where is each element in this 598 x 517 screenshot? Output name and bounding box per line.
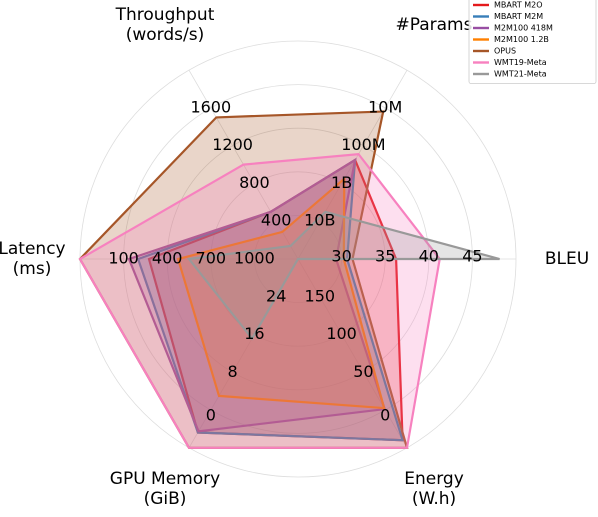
- tick-label-energy-4: 0: [380, 406, 390, 425]
- series-polygon-wmt21-meta: [186, 210, 500, 341]
- chart-legend: MBART M2O MBART M2M M2M100 418M M2M100 1.2B…: [468, 0, 597, 84]
- tick-label-params-1: 10B: [304, 211, 335, 230]
- tick-label-gpu_memory-1: 24: [266, 286, 286, 305]
- axis-label-gpu_memory-line-2: (GiB): [144, 489, 187, 509]
- grid-spoke-energy: [297, 258, 408, 448]
- tick-label-bleu-3: 40: [419, 247, 439, 266]
- axis-label-energy-line-1: Energy: [404, 469, 464, 489]
- axis-label-throughput-line-1: Throughput: [115, 5, 215, 25]
- tick-label-params-3: 100M: [341, 135, 385, 154]
- radar-axis-labels: BLEU #Params Throughput(words/s) Latency(ms…: [0, 5, 589, 509]
- axis-label-energy-line-2: (W.h): [412, 489, 456, 509]
- legend-box: [468, 0, 597, 84]
- tick-label-latency-4: 100: [108, 249, 139, 268]
- tick-label-throughput-2: 800: [239, 173, 270, 192]
- series-polygon-m2m100-1-2b: [176, 176, 386, 410]
- legend-label-mbart-m2m: MBART M2M: [494, 12, 543, 21]
- tick-label-throughput-3: 1200: [212, 135, 253, 154]
- tick-label-latency-1: 1000: [234, 249, 275, 268]
- tick-label-latency-2: 700: [196, 249, 227, 268]
- legend-label-m2m100-1-2b: M2M100 1.2B: [494, 35, 549, 44]
- tick-label-params-4: 10M: [368, 98, 402, 117]
- axis-label-bleu: BLEU: [545, 249, 589, 269]
- tick-label-energy-2: 100: [326, 324, 357, 343]
- axis-label-gpu_memory-line-1: GPU Memory: [110, 469, 220, 489]
- legend-label-mbart-m2o: MBART M2O: [494, 1, 543, 10]
- tick-label-latency-3: 400: [152, 249, 183, 268]
- tick-label-gpu_memory-2: 16: [244, 324, 264, 343]
- tick-label-gpu_memory-4: 0: [206, 406, 216, 425]
- legend-label-opus: OPUS: [494, 47, 516, 56]
- axis-label-throughput-line-2: (words/s): [126, 25, 205, 45]
- tick-label-bleu-1: 30: [331, 247, 351, 266]
- tick-label-bleu-4: 45: [462, 247, 482, 266]
- legend-label-m2m100-418m: M2M100 418M: [494, 24, 553, 33]
- tick-label-energy-3: 50: [353, 362, 373, 381]
- tick-label-energy-1: 150: [305, 286, 336, 305]
- axis-label-latency-line-2: (ms): [13, 259, 52, 279]
- legend-label-wmt21-meta: WMT21-Meta: [494, 70, 547, 79]
- tick-label-throughput-1: 400: [261, 211, 292, 230]
- series-polygon-wmt19-meta: [78, 152, 441, 449]
- axis-label-params: #Params: [396, 15, 473, 35]
- legend-label-wmt19-meta: WMT19-Meta: [494, 58, 547, 67]
- radar-series: [78, 110, 500, 449]
- grid-spoke-params: [297, 70, 408, 260]
- tick-label-gpu_memory-3: 8: [228, 362, 238, 381]
- tick-label-bleu-2: 35: [375, 247, 395, 266]
- axis-label-latency-line-1: Latency: [0, 239, 66, 259]
- tick-label-params-2: 1B: [331, 173, 352, 192]
- tick-label-throughput-4: 1600: [190, 98, 231, 117]
